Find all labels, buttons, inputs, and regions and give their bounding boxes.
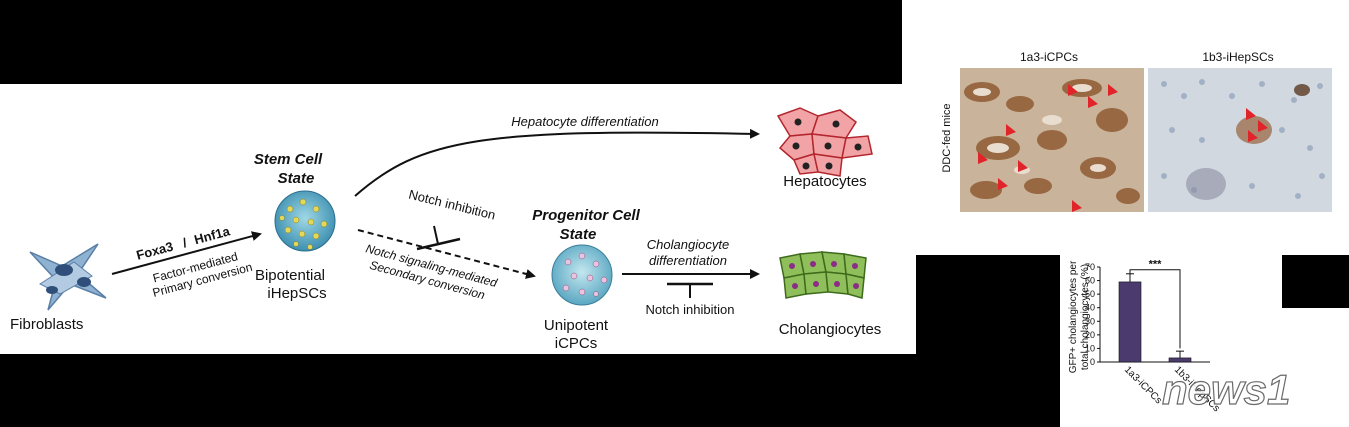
fibroblasts-label: Fibroblasts — [10, 316, 83, 333]
chol-diff-line2: differentiation — [649, 253, 727, 268]
notch-block-bar — [416, 237, 461, 251]
chart-y-tick-label: 0 — [1090, 357, 1095, 367]
hepatocytes-image — [776, 107, 873, 177]
micrograph-row-label: DDC-fed mice — [941, 103, 953, 172]
news1-watermark-logo: news1 — [1161, 365, 1291, 413]
notch-block-stem — [433, 225, 439, 245]
chart-y-tick-label: 10 — [1085, 343, 1095, 353]
chart-significance: *** — [1129, 259, 1181, 349]
micrograph-panel: 1a3-iCPCs 1b3-iHepSCs DDC-fed mice — [902, 0, 1349, 255]
chart-bar — [1118, 281, 1142, 363]
chart-ylabel-line2: total cholangiocytes (%) — [1080, 264, 1091, 370]
micrograph-figure: 1a3-iCPCs 1b3-iHepSCs DDC-fed mice — [941, 50, 1332, 212]
watermark-text: news1 — [1162, 366, 1290, 413]
bar-chart-panel-extension — [1282, 308, 1349, 427]
micrograph-left-title: 1a3-iCPCs — [1020, 50, 1078, 64]
hepatocytes-label: Hepatocytes — [783, 173, 866, 190]
schematic-diagram: Fibroblasts Foxa3 / Hnf1a Factor-mediate… — [10, 107, 882, 352]
hepatocyte-nuclei — [792, 118, 862, 170]
progenitor-state-line1: Progenitor Cell — [532, 207, 640, 224]
stem-cell-sphere-image — [274, 190, 336, 252]
chart-y-ticks: 0 10 20 30 40 50 60 70 — [1085, 262, 1100, 367]
bipotential-line2: iHepSCs — [267, 285, 326, 302]
micrograph-left-image — [960, 68, 1144, 212]
micrograph-right-title: 1b3-iHepSCs — [1202, 50, 1273, 64]
chart-y-tick-label: 30 — [1085, 316, 1095, 326]
micrograph-right-image — [1148, 68, 1332, 212]
chol-diff-line1: Cholangiocyte — [647, 237, 729, 252]
unipotent-line2: iCPCs — [555, 335, 598, 352]
primary-conversion-arrow — [111, 231, 262, 275]
notch-inhibition-bottom-label: Notch inhibition — [646, 302, 735, 317]
progenitor-cell-sphere-image — [551, 244, 613, 306]
factor-separator: / — [181, 235, 189, 251]
fibroblast-cells-image — [29, 243, 107, 311]
notch-inhibition-top-label: Notch inhibition — [407, 187, 497, 223]
schematic-panel: Fibroblasts Foxa3 / Hnf1a Factor-mediate… — [0, 84, 916, 354]
chart-axes — [1099, 267, 1210, 363]
chart-bars — [1118, 273, 1192, 363]
progenitor-state-line2: State — [560, 226, 597, 243]
chart-y-tick-label: 40 — [1085, 303, 1095, 313]
stem-state-line1: Stem Cell — [254, 151, 323, 168]
hepatocyte-differentiation-label: Hepatocyte differentiation — [511, 114, 658, 129]
chart-significance-label: *** — [1149, 259, 1163, 271]
hepatocyte-differentiation-arrow — [354, 128, 760, 197]
cholangiocyte-nuclei — [789, 261, 859, 289]
chart-bar — [1168, 357, 1192, 363]
cholangiocytes-image — [779, 251, 867, 299]
chart-y-tick-label: 70 — [1085, 262, 1095, 272]
chart-y-tick-label: 60 — [1085, 276, 1095, 286]
secondary-conversion-arrow — [357, 229, 536, 279]
bar-chart-panel — [1060, 255, 1282, 427]
bar-chart: GFP+ cholangiocytes per total cholangioc… — [1068, 259, 1222, 414]
bipotential-line1: Bipotential — [255, 267, 325, 284]
chart-y-tick-label: 50 — [1085, 289, 1095, 299]
chart-significance-bracket — [1129, 269, 1181, 349]
chart-y-tick-label: 20 — [1085, 330, 1095, 340]
stem-state-line2: State — [278, 170, 315, 187]
unipotent-line1: Unipotent — [544, 317, 609, 334]
chart-ylabel: GFP+ cholangiocytes per total cholangioc… — [1068, 260, 1091, 373]
cholangiocytes-label: Cholangiocytes — [779, 321, 882, 338]
chart-ylabel-line1: GFP+ cholangiocytes per — [1068, 260, 1079, 373]
